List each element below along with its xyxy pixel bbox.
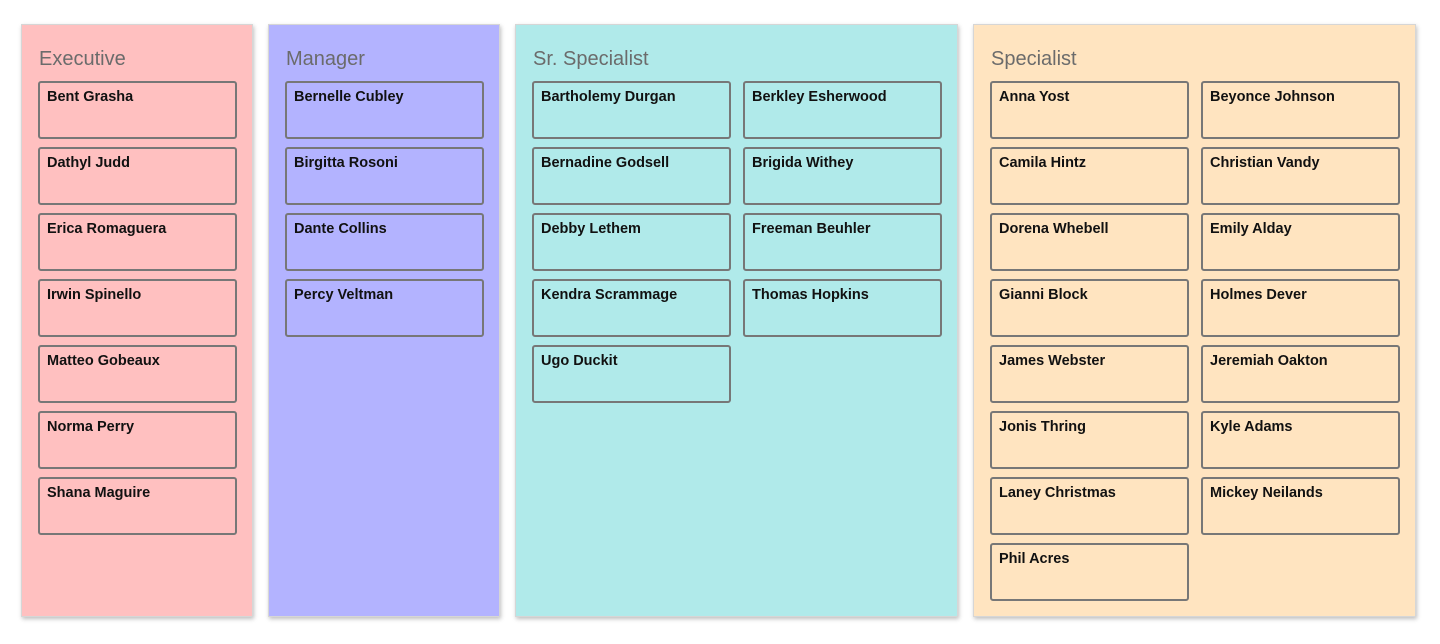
person-card[interactable]: Irwin Spinello (38, 279, 237, 337)
person-card[interactable]: James Webster (990, 345, 1189, 403)
person-card[interactable]: Debby Lethem (532, 213, 731, 271)
person-card[interactable]: Mickey Neilands (1201, 477, 1400, 535)
person-card[interactable]: Gianni Block (990, 279, 1189, 337)
person-card[interactable]: Dante Collins (285, 213, 484, 271)
card-list: Anna Yost Beyonce Johnson Camila Hintz C… (990, 81, 1400, 601)
person-card[interactable]: Kendra Scrammage (532, 279, 731, 337)
person-card[interactable]: Emily Alday (1201, 213, 1400, 271)
card-list: Bartholemy Durgan Berkley Esherwood Bern… (532, 81, 942, 403)
column-title: Specialist (991, 48, 1077, 70)
person-card[interactable]: Berkley Esherwood (743, 81, 942, 139)
card-list: Bernelle Cubley Birgitta Rosoni Dante Co… (285, 81, 484, 337)
person-card[interactable]: Dathyl Judd (38, 147, 237, 205)
person-card[interactable]: Shana Maguire (38, 477, 237, 535)
person-card[interactable]: Bernadine Godsell (532, 147, 731, 205)
person-card[interactable]: Brigida Withey (743, 147, 942, 205)
person-card[interactable]: Phil Acres (990, 543, 1189, 601)
person-card[interactable]: Ugo Duckit (532, 345, 731, 403)
person-card[interactable]: Percy Veltman (285, 279, 484, 337)
person-card[interactable]: Bent Grasha (38, 81, 237, 139)
person-card[interactable]: Dorena Whebell (990, 213, 1189, 271)
column-title: Executive (39, 48, 126, 70)
person-card[interactable]: Holmes Dever (1201, 279, 1400, 337)
person-card[interactable]: Laney Christmas (990, 477, 1189, 535)
column-specialist: Specialist Anna Yost Beyonce Johnson Cam… (973, 24, 1416, 617)
person-card[interactable]: Anna Yost (990, 81, 1189, 139)
person-card[interactable]: Thomas Hopkins (743, 279, 942, 337)
person-card[interactable]: Beyonce Johnson (1201, 81, 1400, 139)
person-card[interactable]: Matteo Gobeaux (38, 345, 237, 403)
column-title: Manager (286, 48, 365, 70)
column-manager: Manager Bernelle Cubley Birgitta Rosoni … (268, 24, 500, 617)
person-card[interactable]: Jonis Thring (990, 411, 1189, 469)
column-title: Sr. Specialist (533, 48, 649, 70)
column-executive: Executive Bent Grasha Dathyl Judd Erica … (21, 24, 253, 617)
person-card[interactable]: Birgitta Rosoni (285, 147, 484, 205)
person-card[interactable]: Camila Hintz (990, 147, 1189, 205)
person-card[interactable]: Erica Romaguera (38, 213, 237, 271)
person-card[interactable]: Freeman Beuhler (743, 213, 942, 271)
person-card[interactable]: Norma Perry (38, 411, 237, 469)
person-card[interactable]: Bartholemy Durgan (532, 81, 731, 139)
column-sr-specialist: Sr. Specialist Bartholemy Durgan Berkley… (515, 24, 958, 617)
person-card[interactable]: Bernelle Cubley (285, 81, 484, 139)
person-card[interactable]: Christian Vandy (1201, 147, 1400, 205)
person-card[interactable]: Kyle Adams (1201, 411, 1400, 469)
person-card[interactable]: Jeremiah Oakton (1201, 345, 1400, 403)
card-list: Bent Grasha Dathyl Judd Erica Romaguera … (38, 81, 237, 535)
